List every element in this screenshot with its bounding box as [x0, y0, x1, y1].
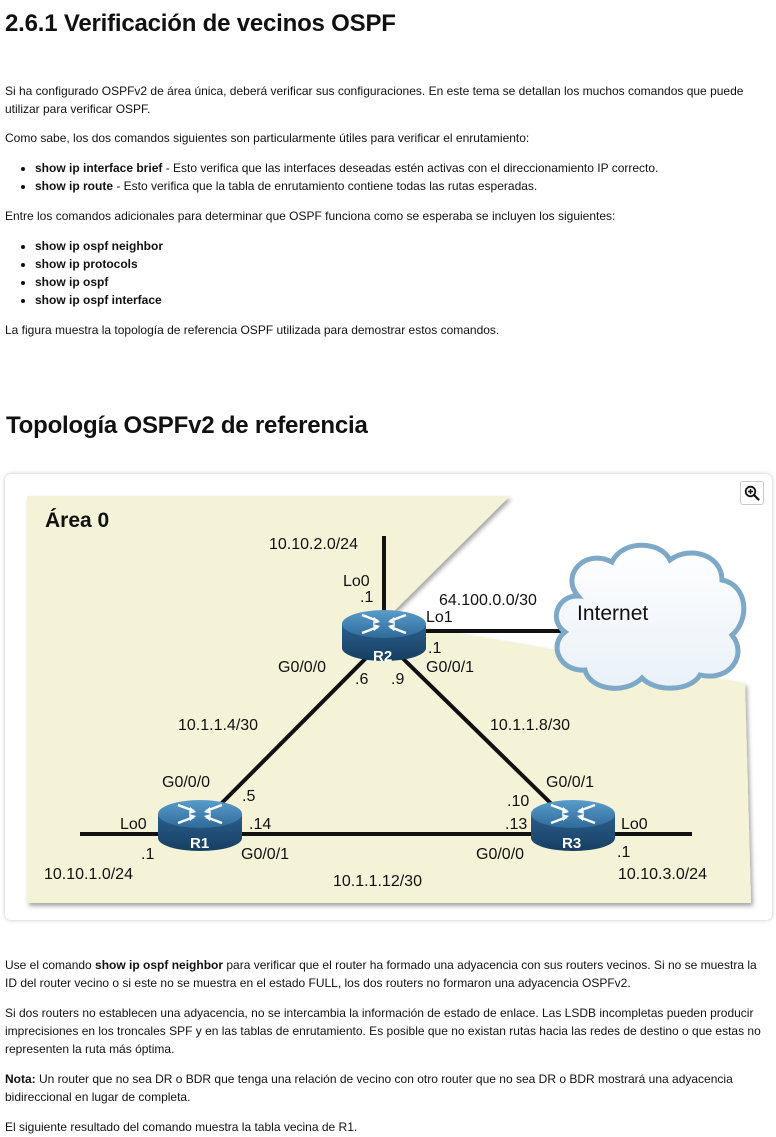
ip-suffix-label: .9	[391, 671, 404, 688]
basic-commands-list: show ip interface brief - Esto verifica …	[5, 159, 658, 195]
interface-label: G0/0/0	[278, 659, 326, 676]
text-span: Use el comando	[5, 958, 96, 972]
network-label: 10.1.1.12/30	[333, 873, 422, 890]
interface-label: Lo1	[426, 609, 453, 626]
internet-label: Internet	[577, 602, 648, 625]
routing-commands-intro: Como sabe, los dos comandos siguientes s…	[5, 131, 530, 145]
output-intro-paragraph: El siguiente resultado del comando muest…	[5, 1120, 358, 1134]
network-label: 10.1.1.8/30	[490, 717, 570, 734]
ip-suffix-label: .6	[355, 671, 368, 688]
topology-labels: 10.10.2.0/24 Lo0 .1 64.100.0.0/30 Lo1 .1…	[44, 536, 707, 890]
network-label: 10.10.2.0/24	[269, 536, 358, 553]
router-r3-icon: R3	[531, 800, 615, 852]
ip-suffix-label: .1	[428, 640, 441, 657]
links	[80, 536, 692, 836]
network-label: 10.10.1.0/24	[44, 866, 133, 883]
figure-heading: Topología OSPFv2 de referencia	[6, 412, 368, 439]
interface-label: G0/0/0	[162, 774, 210, 791]
list-item: show ip ospf neighbor	[35, 237, 163, 255]
list-item: show ip interface brief - Esto verifica …	[35, 159, 658, 177]
router-r3-label: R3	[562, 835, 581, 852]
internet-cloud-icon: Internet	[553, 542, 747, 691]
list-item: show ip ospf interface	[35, 291, 163, 309]
page-title: 2.6.1 Verificación de vecinos OSPF	[5, 10, 396, 37]
router-r1-icon: R1	[158, 800, 242, 852]
ip-suffix-label: .1	[141, 846, 154, 863]
command-name: show ip ospf neighbor	[35, 239, 163, 253]
ip-suffix-label: .14	[249, 816, 271, 833]
link-r1-r2	[198, 638, 386, 827]
interface-label: G0/0/1	[426, 659, 474, 676]
command-name: show ip protocols	[35, 257, 138, 271]
area-label: Área 0	[45, 509, 109, 532]
ip-suffix-label: .10	[507, 793, 529, 810]
router-r2-label: R2	[373, 648, 392, 665]
additional-commands-intro: Entre los comandos adicionales para dete…	[5, 209, 616, 223]
ip-suffix-label: .1	[360, 589, 373, 606]
note-paragraph: Nota: Un router que no sea DR o BDR que …	[5, 1070, 771, 1106]
text-span: para verificar que el router ha formado …	[5, 958, 757, 990]
zoom-in-icon	[744, 485, 760, 501]
command-name: show ip interface brief	[35, 161, 163, 175]
figure-intro: La figura muestra la topología de refere…	[5, 323, 500, 337]
command-name: show ip ospf neighbor	[95, 958, 224, 972]
router-r2-icon: R2	[342, 610, 426, 665]
interface-label: G0/0/1	[241, 846, 289, 863]
router-r1-label: R1	[190, 835, 209, 852]
command-name: show ip ospf interface	[35, 293, 162, 307]
note-label: Nota:	[5, 1072, 36, 1086]
interface-label: Lo0	[621, 816, 648, 833]
interface-label: Lo0	[120, 816, 147, 833]
command-name: show ip route	[35, 179, 113, 193]
interface-label: G0/0/1	[546, 774, 594, 791]
list-item: show ip ospf	[35, 273, 163, 291]
command-description: - Esto verifica que la tabla de enrutami…	[113, 179, 538, 193]
zoom-button[interactable]	[740, 481, 764, 505]
neighbor-command-paragraph: Use el comando show ip ospf neighbor par…	[5, 956, 771, 992]
ospf-topology-diagram: Área 0 Internet	[27, 496, 751, 903]
link-r2-r3	[382, 638, 575, 827]
note-text: Un router que no sea DR o BDR que tenga …	[5, 1072, 733, 1104]
interface-label: G0/0/0	[476, 846, 524, 863]
interface-label: Lo0	[343, 573, 370, 590]
network-label: 10.10.3.0/24	[618, 866, 707, 883]
ip-suffix-label: .1	[617, 844, 630, 861]
command-description: - Esto verifica que las interfaces desea…	[162, 161, 659, 175]
ip-suffix-label: .13	[505, 816, 527, 833]
ip-suffix-label: .5	[242, 788, 255, 805]
list-item: show ip route - Esto verifica que la tab…	[35, 177, 658, 195]
intro-paragraph: Si ha configurado OSPFv2 de área única, …	[5, 84, 744, 116]
network-label: 64.100.0.0/30	[439, 592, 537, 609]
network-label: 10.1.1.4/30	[178, 717, 258, 734]
adjacency-paragraph: Si dos routers no establecen una adyacen…	[5, 1006, 761, 1056]
command-name: show ip ospf	[35, 275, 109, 289]
ospf-commands-list: show ip ospf neighbor show ip protocols …	[5, 237, 163, 309]
list-item: show ip protocols	[35, 255, 163, 273]
